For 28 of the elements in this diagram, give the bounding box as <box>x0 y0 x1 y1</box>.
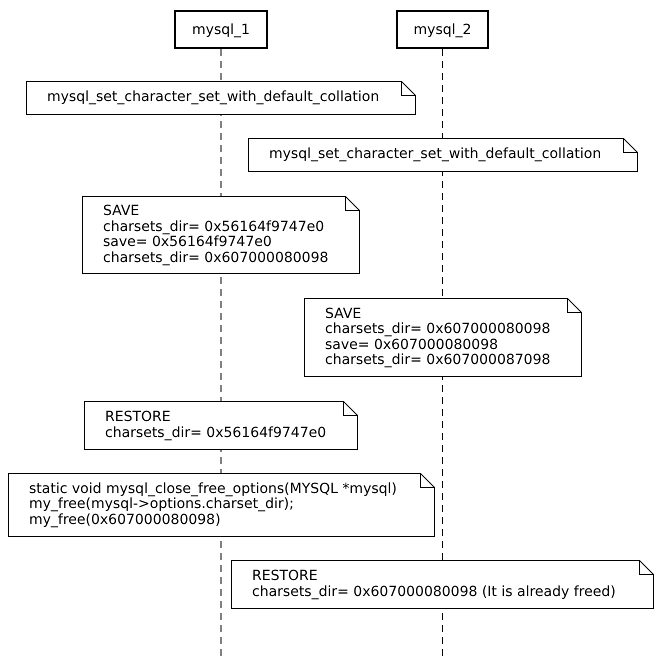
note-text: save= 0x607000080098 <box>325 338 500 353</box>
note <box>248 138 638 172</box>
note-text: SAVE <box>325 306 362 322</box>
note-text: RESTORE <box>252 569 319 584</box>
participant-box <box>174 10 268 49</box>
note-text: charsets_dir= 0x607000087098 <box>325 353 550 368</box>
note-text: mysql_set_character_set_with_default_collation <box>47 90 380 106</box>
note-text: static void mysql_close_free_options(MYSQL *mysql) <box>29 482 397 498</box>
note-text: charsets_dir= 0x56164f9747e0 <box>105 426 326 441</box>
participant-name: mysql_2 <box>414 22 472 38</box>
note-text: charsets_dir= 0x607000080098 (It is already freed) <box>252 584 616 600</box>
note-text: SAVE <box>103 204 140 220</box>
note <box>231 560 654 609</box>
participant-box <box>396 10 489 49</box>
note-text: RESTORE <box>105 410 172 426</box>
note <box>82 196 360 274</box>
note-text: charsets_dir= 0x56164f9747e0 <box>103 220 326 234</box>
note <box>84 401 358 450</box>
note <box>8 473 435 537</box>
note-text: mysql_set_character_set_with_default_collation <box>269 147 602 163</box>
note-text: charsets_dir= 0x607000080098 <box>325 322 550 338</box>
participant-name: mysql_1 <box>192 22 250 38</box>
note <box>304 298 582 377</box>
note <box>26 81 416 115</box>
note-text: my_free(0x607000080098) <box>29 512 222 528</box>
note-text: my_free(mysql->options.charset_dir); <box>29 497 294 513</box>
note-text: save= 0x56164f9747e0 <box>103 235 273 250</box>
note-text: charsets_dir= 0x607000080098 <box>103 250 328 266</box>
